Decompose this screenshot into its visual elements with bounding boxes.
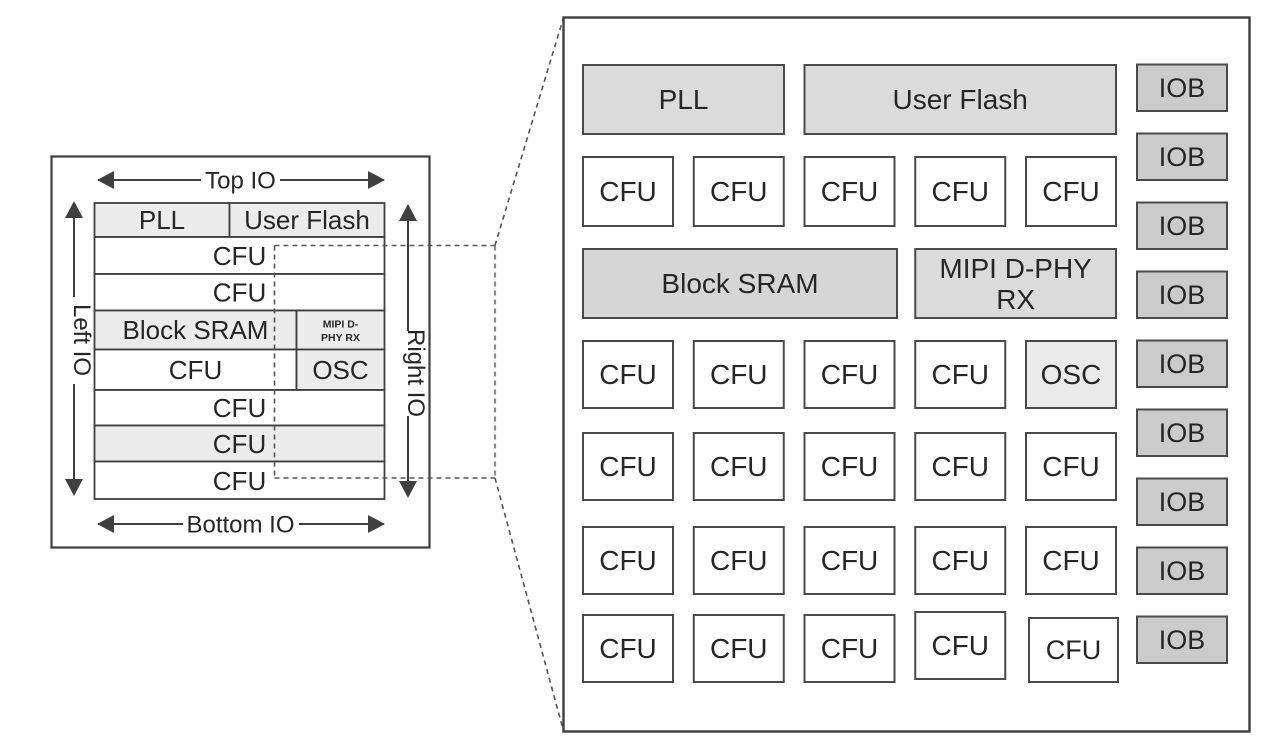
svg-text:CFU: CFU — [931, 630, 989, 661]
svg-text:CFU: CFU — [1042, 545, 1100, 576]
svg-text:CFU: CFU — [710, 545, 768, 576]
svg-text:CFU: CFU — [931, 176, 989, 207]
svg-text:CFU: CFU — [821, 633, 879, 664]
svg-text:CFU: CFU — [213, 429, 266, 459]
svg-text:CFU: CFU — [821, 359, 879, 390]
svg-text:MIPI D-: MIPI D- — [323, 319, 359, 331]
svg-text:CFU: CFU — [710, 451, 768, 482]
svg-text:CFU: CFU — [599, 545, 657, 576]
svg-text:CFU: CFU — [599, 451, 657, 482]
svg-text:OSC: OSC — [312, 355, 368, 385]
svg-text:OSC: OSC — [1041, 359, 1102, 390]
svg-text:CFU: CFU — [1042, 451, 1100, 482]
svg-text:CFU: CFU — [1042, 176, 1100, 207]
svg-text:Top IO: Top IO — [205, 168, 276, 195]
svg-text:Block SRAM: Block SRAM — [661, 268, 818, 299]
svg-text:IOB: IOB — [1159, 418, 1206, 448]
svg-text:CFU: CFU — [1046, 635, 1102, 665]
svg-text:CFU: CFU — [710, 176, 768, 207]
svg-text:IOB: IOB — [1159, 142, 1206, 172]
svg-text:IOB: IOB — [1159, 73, 1206, 103]
svg-text:IOB: IOB — [1159, 349, 1206, 379]
svg-text:RX: RX — [996, 284, 1035, 315]
svg-text:Left IO: Left IO — [68, 304, 95, 376]
svg-text:PHY RX: PHY RX — [321, 332, 360, 344]
svg-text:User Flash: User Flash — [244, 205, 370, 235]
svg-text:CFU: CFU — [821, 451, 879, 482]
svg-text:CFU: CFU — [931, 359, 989, 390]
svg-text:IOB: IOB — [1159, 487, 1206, 517]
svg-text:PLL: PLL — [139, 205, 185, 235]
svg-text:CFU: CFU — [213, 278, 266, 308]
svg-text:IOB: IOB — [1159, 625, 1206, 655]
svg-text:CFU: CFU — [931, 545, 989, 576]
svg-text:CFU: CFU — [931, 451, 989, 482]
svg-text:CFU: CFU — [599, 176, 657, 207]
svg-text:CFU: CFU — [169, 355, 222, 385]
svg-text:Right IO: Right IO — [402, 329, 429, 417]
svg-text:Bottom IO: Bottom IO — [186, 512, 294, 539]
svg-text:CFU: CFU — [821, 176, 879, 207]
svg-text:CFU: CFU — [213, 393, 266, 423]
svg-text:User Flash: User Flash — [893, 84, 1028, 115]
svg-text:CFU: CFU — [599, 633, 657, 664]
svg-text:IOB: IOB — [1159, 280, 1206, 310]
svg-text:CFU: CFU — [821, 545, 879, 576]
svg-text:PLL: PLL — [659, 84, 709, 115]
svg-text:CFU: CFU — [710, 633, 768, 664]
svg-text:CFU: CFU — [710, 359, 768, 390]
svg-text:CFU: CFU — [599, 359, 657, 390]
svg-text:CFU: CFU — [213, 241, 266, 271]
svg-text:IOB: IOB — [1159, 211, 1206, 241]
svg-text:Block SRAM: Block SRAM — [123, 315, 269, 345]
svg-text:IOB: IOB — [1159, 556, 1206, 586]
svg-text:CFU: CFU — [213, 466, 266, 496]
svg-text:MIPI D-PHY: MIPI D-PHY — [939, 253, 1092, 284]
